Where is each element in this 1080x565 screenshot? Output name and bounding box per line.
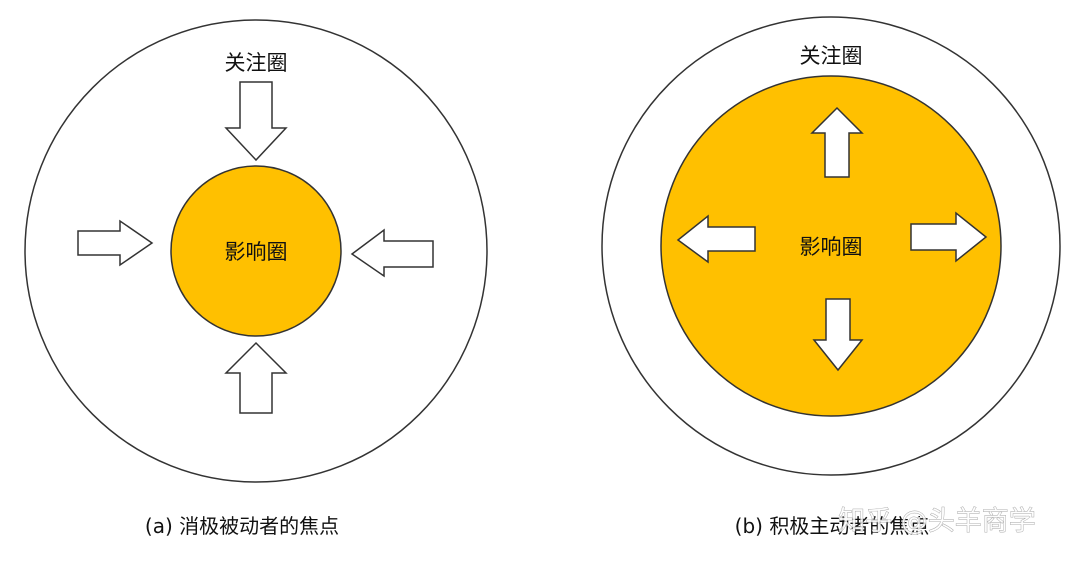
panel-a-caption: (a) 消极被动者的焦点 (145, 514, 339, 538)
panel-b-arrow-to-top (810, 106, 864, 178)
panel-b-arrow-to-left (676, 214, 756, 264)
panel-b-influence-label: 影响圈 (800, 235, 863, 259)
panel-a-concern-label: 关注圈 (225, 51, 288, 75)
panel-a-arrow-from-top (224, 81, 288, 162)
panel-b: 关注圈 影响圈 (b) 积极主动者的焦点 (601, 16, 1061, 538)
panel-b-concern-label: 关注圈 (800, 44, 863, 68)
panel-a-arrow-from-bottom (224, 341, 288, 414)
panel-b-arrow-to-bottom (812, 298, 864, 372)
panel-b-circle-of-influence (660, 75, 1002, 417)
panel-a-arrow-from-left (77, 219, 154, 267)
panel-a: 关注圈 影响圈 (a) 消极被动者的焦点 (24, 19, 488, 538)
panel-a-influence-label: 影响圈 (225, 240, 288, 264)
watermark: 知乎 @头羊商学 (838, 506, 1036, 537)
panel-a-arrow-from-right (350, 228, 434, 278)
panel-b-caption: (b) 积极主动者的焦点 (735, 514, 930, 538)
panel-b-arrow-to-right (910, 211, 988, 263)
panel-a-circle-of-influence (170, 165, 342, 337)
